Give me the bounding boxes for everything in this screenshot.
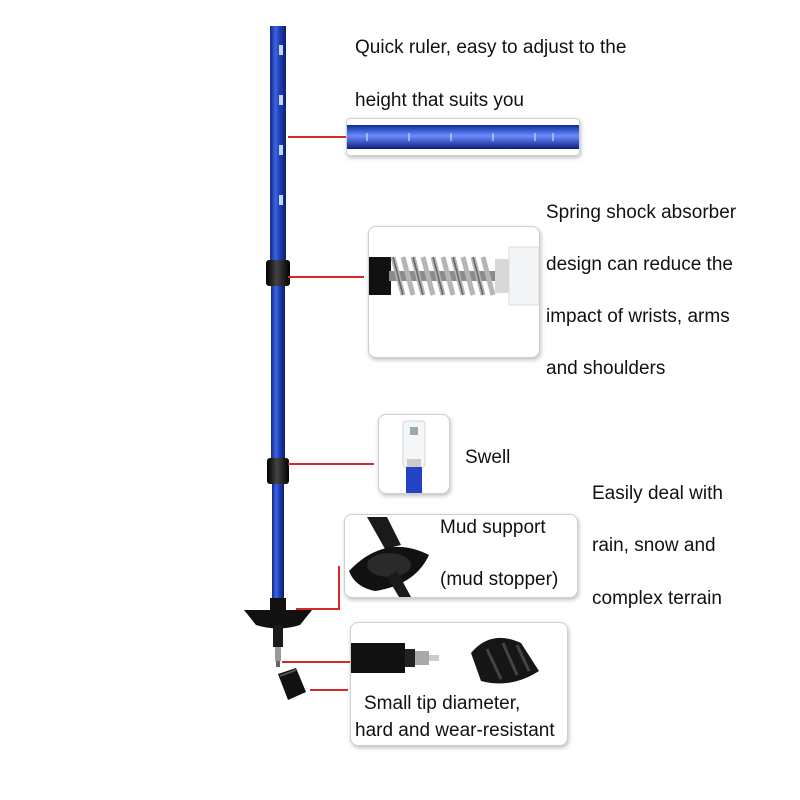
spring-shock-absorber-image xyxy=(368,226,540,358)
leader-line-cap xyxy=(310,689,348,691)
spring-caption-line1: Spring shock absorber xyxy=(546,202,737,223)
spring-caption-line2: design can reduce the xyxy=(546,254,733,275)
swell-detail-image xyxy=(378,414,450,494)
terrain-caption-line3: complex terrain xyxy=(592,588,722,609)
tip-caption-line2: hard and wear-resistant xyxy=(355,720,555,741)
spring-caption-line3: impact of wrists, arms xyxy=(546,306,730,327)
ruler-caption-line2: height that suits you xyxy=(355,90,524,111)
leader-line-mud-h xyxy=(296,608,340,610)
tip-caption-line1: Small tip diameter, xyxy=(364,693,521,714)
leader-line-mud-v xyxy=(338,566,340,610)
leader-line-tip xyxy=(282,661,350,663)
ruler-caption-line1: Quick ruler, easy to adjust to the xyxy=(355,37,627,58)
mud-caption-line1: Mud support xyxy=(440,517,546,538)
tip-detail-image xyxy=(350,622,568,746)
mud-caption-line2: (mud stopper) xyxy=(440,569,559,590)
leader-line-swell xyxy=(288,463,374,465)
spring-caption-line4: and shoulders xyxy=(546,358,666,379)
mud-basket-image xyxy=(344,514,578,598)
swell-caption: Swell xyxy=(465,447,511,468)
terrain-caption-line2: rain, snow and xyxy=(592,535,716,556)
terrain-caption-line1: Easily deal with xyxy=(592,483,723,504)
ruler-detail-image xyxy=(346,118,580,156)
ruler-marks xyxy=(279,45,283,205)
leader-line-ruler xyxy=(288,136,348,138)
trekking-pole-illustration xyxy=(244,26,312,667)
rubber-tip-cap-icon xyxy=(278,668,306,700)
leader-line-spring xyxy=(288,276,364,278)
